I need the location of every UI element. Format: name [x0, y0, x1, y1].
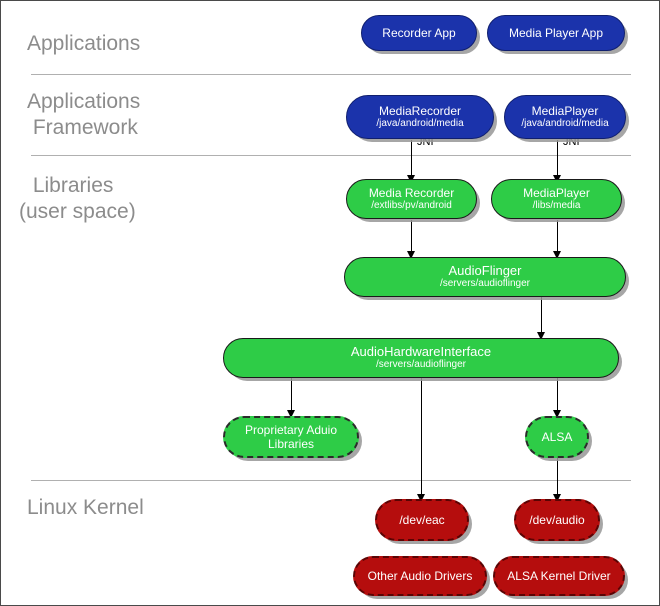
node-media-recorder-library-path: /extlibs/pv/android: [371, 200, 452, 211]
node-proprietary-audio-libraries-subtitle: Libraries: [267, 437, 315, 451]
connector-ahi-alsa: [557, 377, 558, 417]
arrowhead-mediaplayerlib-audioflinger: [552, 251, 561, 259]
connector-alsa-dev-audio: [557, 456, 558, 500]
arrowhead-ahi-dev-eac: [416, 494, 425, 502]
node-other-audio-drivers[interactable]: Other Audio Drivers: [353, 556, 487, 596]
node-audioflinger-path: /servers/audioflinger: [439, 278, 531, 289]
divider-applications: [31, 74, 631, 75]
node-mediarecorder-framework[interactable]: MediaRecorder /java/android/media: [346, 95, 494, 139]
arrowhead-ahi-alsa: [552, 410, 561, 418]
node-dev-audio-title: /dev/audio: [529, 513, 585, 527]
node-recorder-app[interactable]: Recorder App: [361, 15, 477, 51]
arrowhead-alsa-dev-audio: [552, 494, 561, 502]
node-media-player-app-title: Media Player App: [508, 26, 604, 40]
node-mediarecorder-framework-title: MediaRecorder: [378, 104, 462, 118]
node-mediaplayer-framework-title: MediaPlayer: [531, 104, 599, 118]
node-dev-eac-title: /dev/eac: [399, 513, 445, 527]
node-media-player-library-path: /libs/media: [532, 200, 581, 211]
connector-audioflinger-audiohardwareinterface: [541, 297, 542, 339]
layer-label-libraries-line2: (user space): [19, 200, 136, 223]
connector-mediarecorder-jni: [411, 140, 412, 182]
arrowhead-ahi-proprietary-libraries: [286, 410, 295, 418]
node-audiohardwareinterface[interactable]: AudioHardwareInterface /servers/audiofli…: [223, 338, 619, 378]
divider-linux-kernel: [31, 480, 631, 481]
connector-mediaplayerlib-audioflinger: [557, 220, 558, 258]
node-mediaplayer-framework-path: /java/android/media: [521, 118, 609, 129]
node-other-audio-drivers-title: Other Audio Drivers: [367, 569, 473, 583]
node-alsa-kernel-driver[interactable]: ALSA Kernel Driver: [493, 556, 625, 596]
layer-label-applications: Applications: [27, 32, 141, 55]
connector-mediarecorderlib-audioflinger: [411, 220, 412, 258]
node-audioflinger[interactable]: AudioFlinger /servers/audioflinger: [344, 257, 626, 297]
node-mediaplayer-framework[interactable]: MediaPlayer /java/android/media: [504, 95, 626, 139]
node-media-recorder-library-title: Media Recorder: [368, 186, 455, 200]
node-alsa-title: ALSA: [541, 430, 573, 444]
node-audiohardwareinterface-path: /servers/audioflinger: [375, 359, 467, 370]
node-alsa-kernel-driver-title: ALSA Kernel Driver: [507, 569, 611, 583]
layer-label-linux-kernel: Linux Kernel: [27, 496, 144, 519]
edge-label-jni-left: JNI: [417, 136, 434, 148]
node-audioflinger-title: AudioFlinger: [448, 263, 522, 278]
divider-framework: [31, 155, 631, 156]
node-dev-audio[interactable]: /dev/audio: [514, 499, 600, 541]
layer-label-libraries-line1: Libraries: [27, 174, 114, 197]
node-mediarecorder-framework-path: /java/android/media: [376, 118, 464, 129]
node-audiohardwareinterface-title: AudioHardwareInterface: [350, 344, 492, 359]
arrowhead-audioflinger-audiohardwareinterface: [536, 332, 545, 340]
node-media-player-library[interactable]: MediaPlayer /libs/media: [491, 179, 622, 219]
node-media-player-app[interactable]: Media Player App: [487, 15, 625, 51]
node-dev-eac[interactable]: /dev/eac: [375, 499, 469, 541]
connector-ahi-proprietary-libraries: [291, 377, 292, 417]
node-alsa[interactable]: ALSA: [525, 416, 589, 458]
node-recorder-app-title: Recorder App: [382, 26, 456, 40]
arrowhead-mediarecorderlib-audioflinger: [406, 251, 415, 259]
node-proprietary-audio-libraries[interactable]: Proprietary Aduio Libraries: [223, 416, 359, 458]
node-media-recorder-library[interactable]: Media Recorder /extlibs/pv/android: [346, 179, 477, 219]
connector-ahi-dev-eac: [421, 377, 422, 500]
node-media-player-library-title: MediaPlayer: [523, 186, 590, 200]
layer-label-applications-framework-line1: Applications: [27, 90, 141, 113]
node-proprietary-audio-libraries-title: Proprietary Aduio: [244, 423, 338, 437]
connector-mediaplayer-jni: [557, 140, 558, 182]
layer-label-applications-framework-line2: Framework: [27, 116, 138, 139]
edge-label-jni-right: JNI: [563, 136, 580, 148]
